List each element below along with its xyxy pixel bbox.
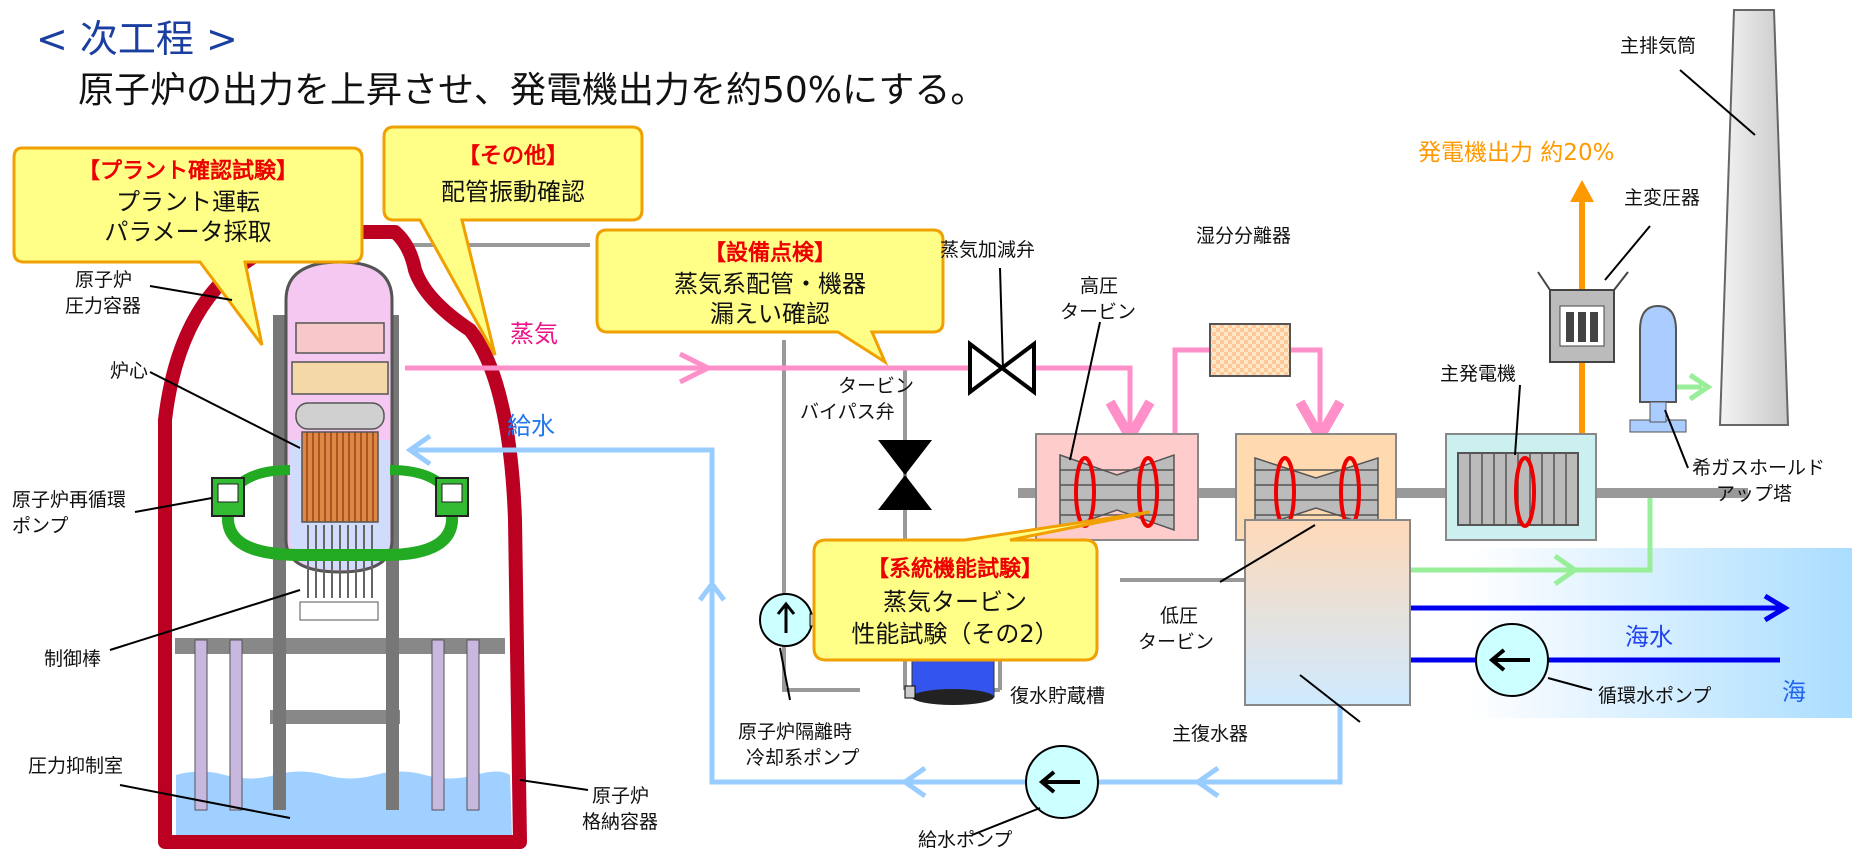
label-rcic-2: 冷却系ポンプ [746, 747, 859, 769]
callout-plant-check-line2: パラメータ採取 [104, 218, 271, 246]
main-transformer [1537, 271, 1629, 363]
feedwater-pump [1025, 745, 1099, 819]
page-subtitle: 原子炉の出力を上昇させ、発電機出力を約50%にする。 [78, 70, 986, 111]
label-bypass-1: タービン [838, 375, 914, 397]
main-exhaust-stack [1718, 9, 1790, 426]
label-rcic-1: 原子炉隔離時 [738, 721, 852, 743]
label-core: 炉心 [110, 360, 148, 382]
recirculation-pump [211, 465, 469, 561]
main-condenser [1244, 519, 1411, 706]
label-stack: 主排気筒 [1620, 35, 1696, 57]
label-main-generator: 主発電機 [1440, 363, 1516, 385]
callout-system-test-line2: 性能試験（その2） [851, 620, 1058, 648]
feedwater-piping [405, 433, 1343, 799]
label-rpv-1: 原子炉 [75, 269, 132, 291]
leader-lines [109, 69, 1756, 836]
label-hp-turbine-1: 高圧 [1080, 275, 1118, 297]
callout-equipment-line2: 漏えい確認 [710, 300, 830, 328]
reactor-pressure-vessel [284, 260, 394, 621]
noble-gas-holdup-tower [1629, 304, 1687, 433]
callout-plant-check-line1: プラント運転 [116, 188, 260, 216]
label-holdup-2: アップ塔 [1716, 483, 1792, 505]
label-containment-2: 格納容器 [582, 811, 658, 833]
page-title: < 次工程 > [36, 17, 238, 61]
label-containment-1: 原子炉 [592, 785, 649, 807]
label-condenser: 主復水器 [1172, 723, 1248, 745]
feedwater-label: 給水 [507, 412, 555, 440]
label-suppression-chamber: 圧力抑制室 [28, 755, 123, 777]
label-rpv-2: 圧力容器 [65, 295, 141, 317]
callout-other-line1: 配管振動確認 [441, 178, 585, 206]
steam-label: 蒸気 [510, 320, 558, 348]
hp-turbine [1035, 433, 1199, 541]
callout-plant-check: 【プラント確認試験】 プラント運転 パラメータ採取 [12, 146, 364, 346]
sea-label: 海 [1782, 678, 1806, 706]
rcic-pump [759, 593, 821, 647]
label-bypass-2: バイパス弁 [800, 401, 895, 423]
callout-other: 【その他】 配管振動確認 [382, 125, 644, 356]
label-feed-pump: 給水ポンプ [918, 829, 1012, 851]
suppression-pool [176, 771, 512, 835]
label-lp-turbine-1: 低圧 [1160, 605, 1198, 627]
label-moisture-separator: 湿分分離器 [1196, 225, 1291, 247]
reactor-structure [175, 315, 505, 811]
callout-system-test-heading: 【系統機能試験】 [867, 556, 1043, 582]
circulating-water-pump [1475, 623, 1549, 697]
callout-other-heading: 【その他】 [458, 144, 568, 169]
label-steam-control-valve: 蒸気加減弁 [940, 239, 1035, 261]
callout-equipment-heading: 【設備点検】 [704, 240, 836, 266]
callout-equipment-inspection: 【設備点検】 蒸気系配管・機器 漏えい確認 [595, 228, 945, 366]
reactor-core [301, 431, 379, 523]
generator-output-label: 発電機出力 約20% [1418, 140, 1614, 166]
seawater-label: 海水 [1625, 623, 1673, 651]
label-control-rod: 制御棒 [44, 648, 101, 670]
label-holdup-1: 希ガスホールド [1692, 457, 1825, 479]
callout-equipment-line1: 蒸気系配管・機器 [674, 270, 866, 298]
callout-system-test-line1: 蒸気タービン [883, 588, 1027, 616]
label-recirc-1: 原子炉再循環 [12, 489, 126, 511]
label-lp-turbine-2: タービン [1138, 631, 1214, 653]
label-circ-pump: 循環水ポンプ [1598, 685, 1711, 707]
callout-system-function-test: 【系統機能試験】 蒸気タービン 性能試験（その2） [812, 510, 1151, 662]
label-condensate-tank: 復水貯蔵槽 [1010, 685, 1105, 707]
condensate-storage-tank [904, 654, 995, 705]
label-hp-turbine-2: タービン [1060, 301, 1136, 323]
label-main-transformer: 主変圧器 [1624, 187, 1700, 209]
steam-piping [405, 347, 1320, 470]
turbine-bypass-valve [878, 440, 932, 510]
moisture-separator [1209, 323, 1291, 377]
callout-plant-check-heading: 【プラント確認試験】 [78, 158, 298, 184]
label-recirc-2: ポンプ [12, 515, 68, 537]
